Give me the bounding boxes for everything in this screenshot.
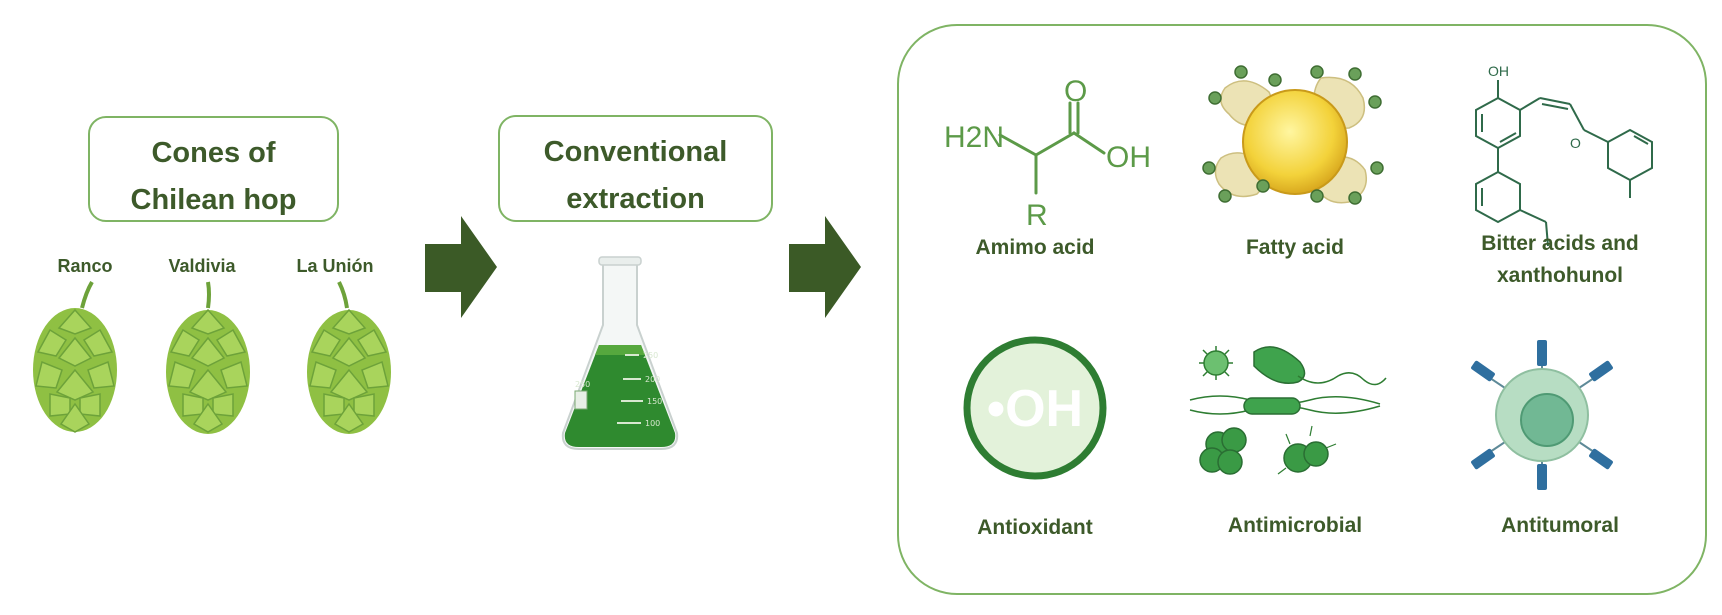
amino-o-label: O bbox=[1064, 75, 1087, 108]
arrow-right-icon bbox=[425, 216, 497, 318]
bitter-acids-line2: xanthohunol bbox=[1497, 264, 1623, 287]
flask-mark-200: 200 bbox=[645, 375, 660, 384]
flask-mark-150: 150 bbox=[647, 397, 662, 406]
activity-label-antimicrobial: Antimicrobial bbox=[1227, 514, 1363, 537]
xanth-oh-label: OH bbox=[1488, 63, 1509, 79]
hydroxyl-radical-glyph: •OH bbox=[987, 380, 1083, 438]
microbes-icon bbox=[1189, 346, 1387, 475]
extraction-title-line1: Conventional bbox=[543, 136, 728, 168]
compound-label-fatty-acid: Fatty acid bbox=[1245, 236, 1345, 259]
hop-cone-valdivia-icon bbox=[166, 281, 250, 434]
amino-r-label: R bbox=[1026, 199, 1048, 232]
hop-title-line2: Chilean hop bbox=[130, 184, 297, 216]
amino-oh-label: OH bbox=[1106, 141, 1151, 174]
xanthohumol-structure-icon: OH O bbox=[1475, 63, 1653, 247]
flask-side-mark: 250 bbox=[575, 380, 590, 389]
compounds-activities-panel bbox=[897, 24, 1707, 595]
tumor-cell-icon bbox=[1471, 340, 1613, 490]
hop-cone-ranco-icon bbox=[33, 280, 117, 433]
flask-mark-100: 100 bbox=[645, 419, 660, 428]
activity-label-antitumoral: Antitumoral bbox=[1501, 514, 1619, 537]
hydroxyl-radical-icon: •OH bbox=[963, 336, 1107, 480]
hop-title-line1: Cones of bbox=[151, 137, 276, 169]
hop-cones-title-box: Cones of Chilean hop bbox=[88, 116, 339, 222]
variety-label-la-union: La Unión bbox=[296, 256, 374, 276]
variety-label-ranco: Ranco bbox=[57, 256, 113, 276]
activity-label-antioxidant: Antioxidant bbox=[977, 516, 1093, 539]
amino-nh2-label: H2N bbox=[944, 121, 1004, 154]
fatty-acid-micelle-icon bbox=[1202, 65, 1384, 205]
bitter-acids-line1: Bitter acids and bbox=[1481, 232, 1639, 255]
extraction-title-box: Conventional extraction bbox=[498, 115, 773, 222]
compound-label-bitter-acids: Bitter acids and xanthohunol bbox=[1460, 228, 1660, 292]
flask-mark-250: 250 bbox=[643, 351, 658, 360]
erlenmeyer-flask-icon: 250 200 150 100 250 bbox=[561, 256, 679, 450]
amino-acid-structure-icon: H2N O OH R bbox=[944, 75, 1151, 232]
extraction-title-line2: extraction bbox=[566, 183, 705, 215]
xanth-o-label: O bbox=[1570, 135, 1581, 151]
variety-label-valdivia: Valdivia bbox=[168, 256, 236, 276]
hop-cone-la-union-icon bbox=[307, 281, 391, 434]
arrow-right-icon bbox=[789, 216, 861, 318]
compound-label-amino-acid: Amimo acid bbox=[975, 236, 1095, 259]
